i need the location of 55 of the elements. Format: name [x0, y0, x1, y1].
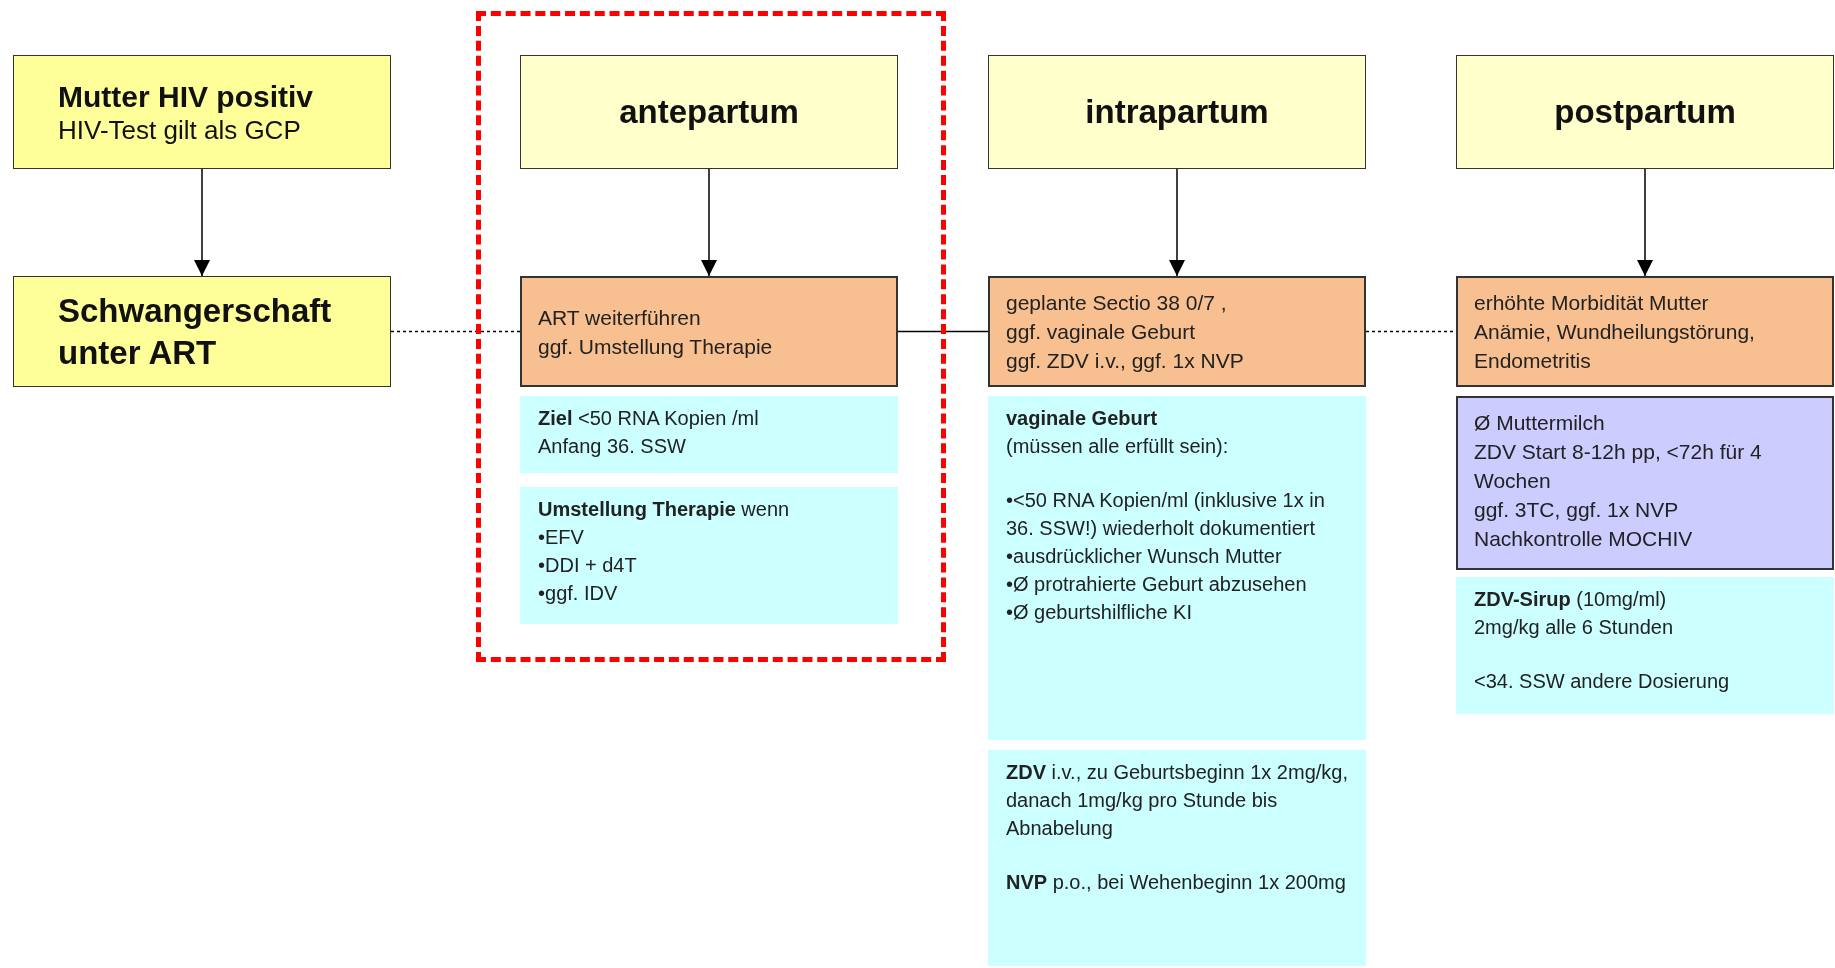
- box-text: •ggf. IDV: [538, 581, 619, 606]
- box-text: ggf. 3TC, ggf. 1x NVP: [1474, 497, 1680, 523]
- box-text: Ziel <50 RNA Kopien /ml: [538, 406, 760, 431]
- info-panel: [988, 750, 1366, 966]
- status-box: [13, 276, 391, 387]
- box-text: NVP p.o., bei Wehenbeginn 1x 200mg: [1006, 870, 1347, 895]
- measure-box: [988, 276, 1366, 387]
- box-text: •ausdrücklicher Wunsch Mutter: [1006, 544, 1283, 569]
- arrow: [194, 168, 210, 277]
- box-text: ZDV-Sirup (10mg/ml): [1474, 587, 1668, 612]
- box-text: ZDV i.v., zu Geburtsbeginn 1x 2mg/kg, danach 1mg/kg pro Stunde bis Abnabelung: [1006, 760, 1348, 841]
- info-panel: [1456, 396, 1834, 570]
- measure-box: [1456, 276, 1834, 387]
- box-text: HIV-Test gilt als GCP: [58, 115, 302, 145]
- info-panel: [988, 396, 1366, 740]
- box-text: ggf. vaginale Geburt: [1006, 319, 1197, 345]
- box-text: •<50 RNA Kopien/ml (inklusive 1x in 36. SSW!) wiederholt dokumentiert: [1006, 488, 1326, 541]
- box-text: Anfang 36. SSW: [538, 434, 687, 459]
- box-text: Umstellung Therapie wenn: [538, 497, 791, 522]
- measure-box: [520, 276, 898, 387]
- phase-header-box: [988, 55, 1366, 169]
- box-text: intrapartum: [1085, 92, 1269, 133]
- arrow: [701, 168, 717, 277]
- connector-line: [897, 330, 989, 333]
- box-text: Mutter HIV positiv: [58, 79, 314, 115]
- box-text: •EFV: [538, 525, 585, 550]
- box-text: (müssen alle erfüllt sein):: [1006, 434, 1230, 459]
- connector-line: [390, 330, 521, 333]
- box-text: •DDI + d4T: [538, 553, 638, 578]
- box-text: Anämie, Wundheilungstörung,: [1474, 319, 1756, 345]
- info-panel: [520, 487, 898, 624]
- arrow: [1637, 168, 1653, 277]
- box-text: 2mg/kg alle 6 Stunden: [1474, 615, 1675, 640]
- box-text: antepartum: [619, 92, 799, 133]
- box-text: Schwangerschaft unter ART: [58, 290, 333, 373]
- box-text: Endometritis: [1474, 348, 1592, 374]
- info-panel: [1456, 577, 1834, 714]
- box-text: •Ø geburtshilfliche KI: [1006, 600, 1193, 625]
- box-text: erhöhte Morbidität Mutter: [1474, 290, 1710, 316]
- info-panel: [520, 396, 898, 473]
- box-text: Ø Muttermilch: [1474, 410, 1606, 436]
- box-text: ART weiterführen: [538, 304, 702, 331]
- phase-header-box: [1456, 55, 1834, 169]
- box-text: postpartum: [1554, 92, 1736, 133]
- phase-header-box: [520, 55, 898, 169]
- box-text: ggf. Umstellung Therapie: [538, 333, 774, 360]
- box-text: •Ø protrahierte Geburt abzusehen: [1006, 572, 1308, 597]
- highlight-frame: [476, 11, 946, 662]
- start-box: [13, 55, 391, 169]
- box-text: Nachkontrolle MOCHIV: [1474, 526, 1694, 552]
- box-text: <34. SSW andere Dosierung: [1474, 669, 1731, 694]
- arrow: [1169, 168, 1185, 277]
- box-text: ggf. ZDV i.v., ggf. 1x NVP: [1006, 348, 1245, 374]
- box-text: vaginale Geburt: [1006, 406, 1159, 431]
- box-text: geplante Sectio 38 0/7 ,: [1006, 290, 1228, 316]
